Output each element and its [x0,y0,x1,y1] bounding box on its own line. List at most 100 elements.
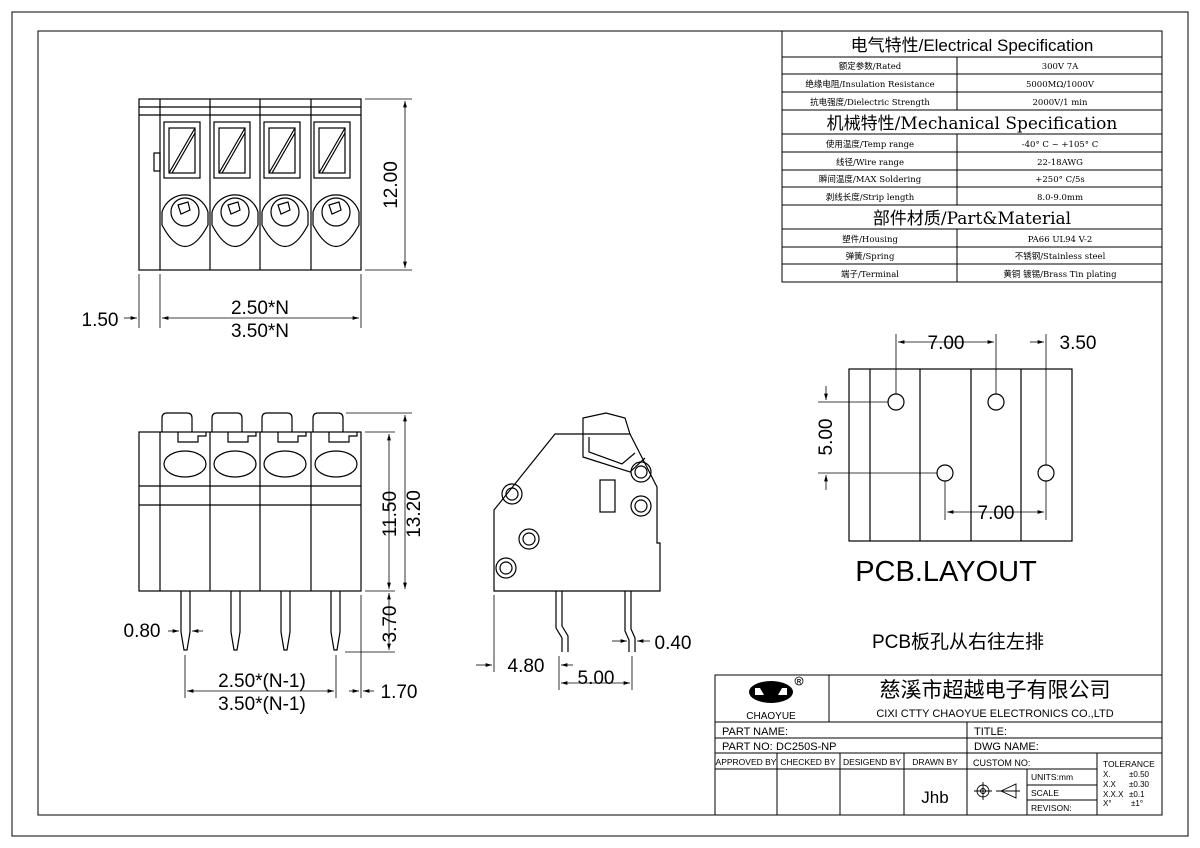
dim-side-offset: 4.80 [508,656,545,677]
tolerance-value: ±1° [1131,799,1143,808]
wire-entry [163,121,201,179]
scale-label: SCALE [1031,788,1059,798]
spec-label: 使用温度/Temp range [826,139,914,150]
designed-by-label: DESIGEND BY [843,757,901,767]
logo-text: CHAOYUE [746,711,796,722]
tolerance-value: ±0.30 [1129,780,1150,789]
spec-value: -40° C ~ +105° C [1022,140,1098,150]
part-no-value: DC250S-NP [776,741,837,753]
push-button [161,194,209,247]
pcb-hole [936,464,954,482]
electrical-title: 电气特性/Electrical Specification [851,36,1094,55]
approved-by-label: APPROVED BY [716,757,777,767]
svg-text:R: R [797,680,802,686]
dim-pcb-bottom: 7.00 [978,503,1015,524]
spec-value: 黄铜 镀锡/Brass Tin plating [1003,269,1117,280]
push-button [261,194,309,247]
dim-front-pin: 3.70 [380,606,401,643]
company-name-en: CIXI CTTY CHAOYUE ELECTRONICS CO.,LTD [876,708,1113,720]
projection-symbol [974,782,1020,800]
revision-label: REVISON: [1031,803,1072,813]
dim-top-height: 12.00 [381,161,402,209]
tolerance-key: X° [1103,799,1112,808]
pcb-layout [848,368,1073,542]
button-cap [312,412,358,478]
material-title: 部件材质/Part&Material [873,209,1071,229]
spec-value: PA66 UL94 V-2 [1028,235,1093,245]
dim-front-pitch-b: 3.50*(N-1) [218,694,306,715]
dwg-name-label: DWG NAME: [974,741,1039,753]
custom-no-label: CUSTOM NO: [973,758,1030,768]
pcb-note: PCB板孔从右往左排 [872,631,1044,653]
dim-pin-width: 0.80 [124,621,161,642]
wire-entry [313,121,351,179]
dim-pcb-top-a: 7.00 [928,333,965,354]
side-view [493,412,661,652]
inner-border [37,30,1163,816]
side-pin [555,591,636,652]
pcb-layout-title: PCB.LAYOUT [855,556,1037,588]
front-view [138,412,362,651]
drawer-name: Jhb [921,788,948,807]
dim-pitch-b: 3.50*N [231,321,289,342]
wire-entry [213,121,251,179]
company-logo: R [749,676,804,703]
spec-value: 2000V/1 min [1033,98,1089,108]
spec-label: 塑件/Housing [842,234,898,245]
button-cap [211,412,257,478]
spec-value: +250° C/5s [1035,175,1084,185]
title-block [714,674,1163,816]
tolerance-value: ±0.1 [1129,790,1145,799]
tolerance-key: X.X [1103,780,1117,789]
dim-front-total: 13.20 [404,490,425,538]
dim-top-left-offset: 1.50 [82,310,119,331]
top-view-dimensions [124,98,412,328]
spec-value: 300V 7A [1042,62,1079,72]
spec-value: 22-18AWG [1037,158,1083,168]
top-view [138,98,362,271]
solder-pin [180,591,341,651]
push-button [312,194,360,247]
push-button [211,194,259,247]
tolerance-value: ±0.50 [1129,770,1150,779]
mechanical-title: 机械特性/Mechanical Specification [827,114,1118,134]
dim-front-pitch-a: 2.50*(N-1) [218,671,306,692]
tolerance-key: X. [1103,770,1111,779]
part-no-label: PART NO: [722,741,773,753]
spec-value: 5000MΩ/1000V [1026,80,1095,90]
units-label: UNITS:mm [1031,772,1073,782]
spec-label: 剥线长度/Strip length [826,192,915,203]
dim-front-body: 11.50 [380,491,401,537]
part-name-label: PART NAME: [722,726,788,738]
tolerance-key: X.X.X [1103,790,1124,799]
spec-label: 绝缘电阻/Insulation Resistance [805,79,934,90]
dim-pitch-a: 2.50*N [231,298,289,319]
spec-label: 端子/Terminal [841,269,899,280]
pcb-hole [1037,464,1055,482]
spec-label: 线径/Wire range [836,157,904,168]
outer-border [11,11,1189,837]
spec-table [781,30,1163,283]
front-view-dimensions [168,412,412,698]
button-cap [161,412,207,478]
company-name-cn: 慈溪市超越电子有限公司 [880,679,1111,702]
tolerance-title: TOLERANCE [1103,759,1155,769]
spec-label: 额定参数/Rated [839,61,902,72]
spec-label: 瞬间温度/MAX Soldering [819,174,922,185]
checked-by-label: CHECKED BY [780,757,836,767]
dim-front-edge: 1.70 [381,682,418,703]
pcb-hole [887,393,905,411]
dim-side-pitch: 5.00 [578,668,615,689]
pcb-dimensions [818,334,1047,520]
title-label: TITLE: [974,726,1007,738]
dim-side-pin: 0.40 [655,633,692,654]
spec-value: 8.0-9.0mm [1037,193,1083,203]
wire-entry [263,121,301,179]
drawn-by-label: DRAWN BY [912,757,958,767]
spec-label: 弹簧/Spring [846,251,895,262]
spec-value: 不锈钢/Stainless steel [1015,251,1106,262]
dim-pcb-top-b: 3.50 [1060,333,1097,354]
button-cap [261,412,307,478]
